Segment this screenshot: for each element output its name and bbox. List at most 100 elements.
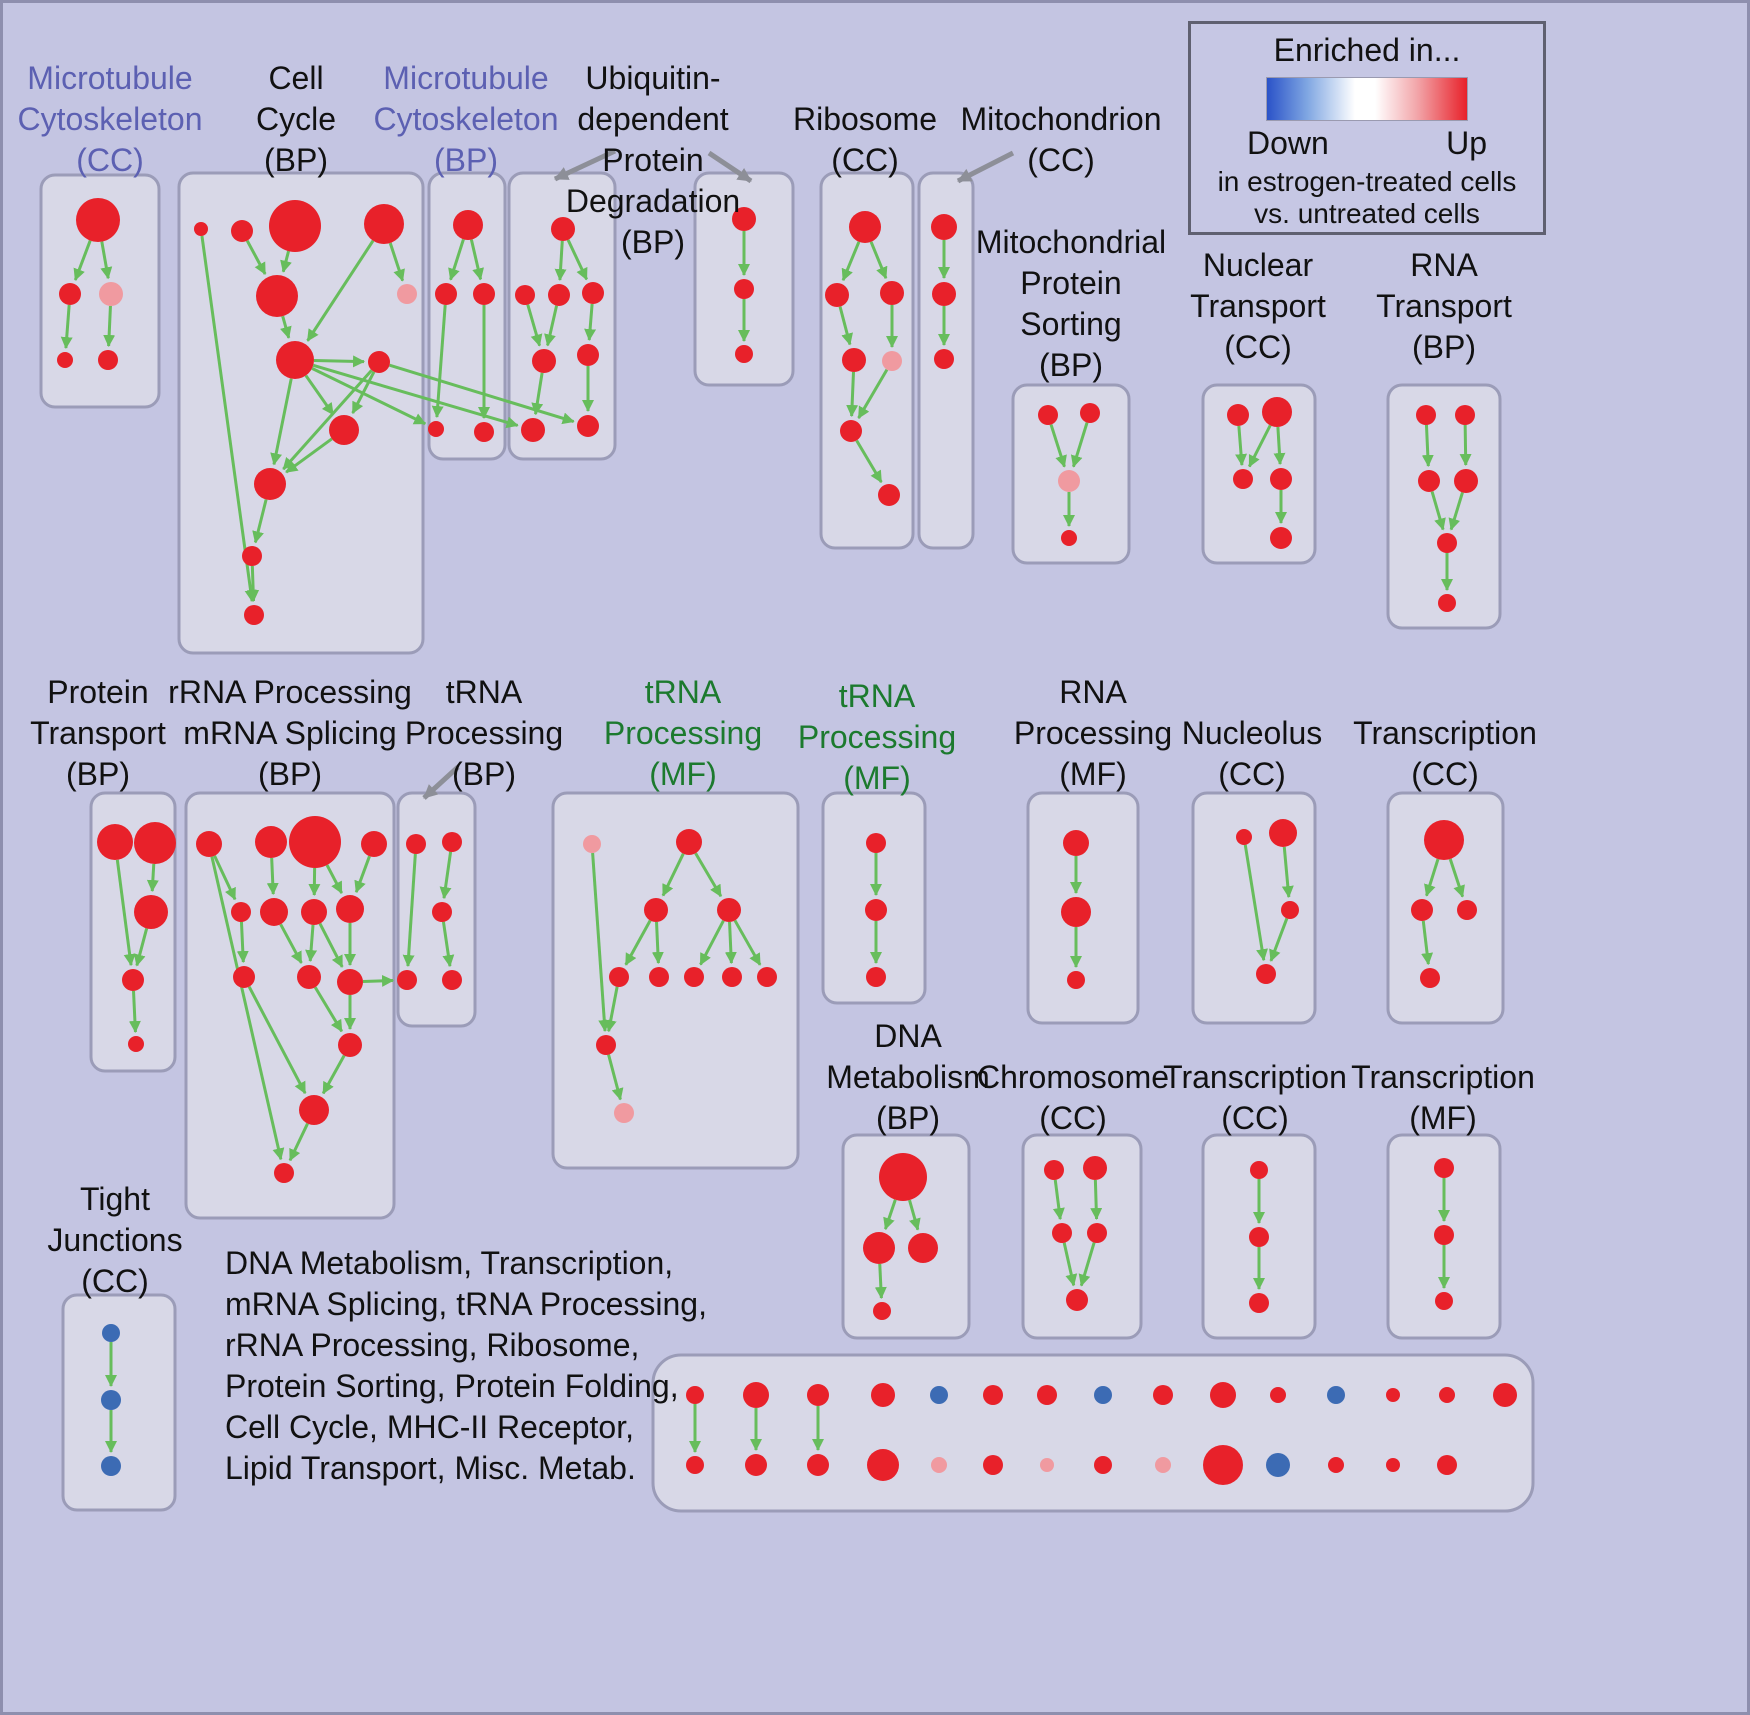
node-s2 — [1058, 470, 1080, 492]
edge-c6-c9 — [270, 378, 293, 466]
node-y2 — [1249, 1293, 1269, 1313]
node-u5 — [577, 344, 599, 366]
edge-q1-q3 — [1459, 424, 1472, 467]
node-w1 — [932, 282, 956, 306]
node-h0 — [866, 833, 886, 853]
node-t1 — [435, 283, 457, 305]
edge-g6-g10 — [318, 922, 344, 968]
node-mb0 — [686, 1456, 704, 1474]
node-b10 — [1203, 1445, 1243, 1485]
node-r5 — [840, 420, 862, 442]
node-t3 — [428, 421, 444, 437]
node-l1 — [1269, 819, 1297, 847]
edge-n1-n3 — [1273, 426, 1286, 466]
node-tb1 — [442, 832, 462, 852]
cluster-box-misc-cluster — [651, 1353, 1535, 1513]
edge-z1-z3 — [1421, 920, 1434, 966]
node-z2 — [1457, 900, 1477, 920]
cluster-box-transcription-cc-a — [1386, 791, 1505, 1025]
edge-s0-s2 — [1049, 424, 1067, 468]
edge-f1-f3 — [694, 852, 723, 898]
node-u6 — [521, 418, 545, 442]
edge-g8-g12 — [247, 986, 307, 1095]
node-m0 — [76, 198, 120, 242]
edge-r3-r5 — [846, 371, 859, 418]
node-s3 — [1061, 530, 1077, 546]
edge-q0-q2 — [1421, 424, 1434, 468]
edge-g1-g5 — [266, 857, 279, 896]
node-u4 — [532, 349, 556, 373]
edge-l0-l3 — [1243, 844, 1268, 962]
node-u3 — [582, 282, 604, 304]
node-d3 — [873, 1302, 891, 1320]
edge-c6-c7 — [313, 355, 366, 368]
node-p2 — [134, 895, 168, 929]
cluster-label-nucleolus: Nucleolus(CC) — [1182, 715, 1323, 792]
node-tb4 — [442, 970, 462, 990]
edge-g4-g8 — [236, 921, 249, 964]
edge-tb0-tb3 — [402, 853, 417, 968]
node-l2 — [1281, 901, 1299, 919]
node-b11 — [1266, 1453, 1290, 1477]
node-x2 — [1052, 1223, 1072, 1243]
node-z0 — [1424, 820, 1464, 860]
edge-l2-l3 — [1269, 917, 1289, 962]
node-f6 — [684, 967, 704, 987]
edge-z0-z1 — [1424, 858, 1440, 897]
note-line: rRNA Processing, Ribosome, — [225, 1327, 640, 1363]
edge-l1-l2 — [1281, 846, 1294, 899]
edge-c8-c9 — [285, 437, 333, 474]
node-a5 — [930, 1386, 948, 1404]
node-mt2 — [807, 1384, 829, 1406]
node-r0 — [849, 211, 881, 243]
node-s1 — [1080, 403, 1100, 423]
node-c7 — [368, 351, 390, 373]
legend-gradient-bar — [1266, 77, 1468, 121]
node-b6 — [983, 1455, 1003, 1475]
node-r6 — [878, 484, 900, 506]
cluster-box-microtubule-cytoskeleton-bp — [427, 171, 507, 461]
node-g12 — [299, 1095, 329, 1125]
annotation-arrow — [422, 765, 460, 800]
cluster-label-transcription-cc-b: Transcription(CC) — [1163, 1059, 1347, 1136]
node-g8 — [233, 966, 255, 988]
edge-d1-d3 — [874, 1263, 887, 1300]
node-g5 — [260, 898, 288, 926]
node-q0 — [1416, 405, 1436, 425]
cluster-box-ribosome — [819, 171, 915, 550]
edge-c3-c5 — [388, 242, 405, 282]
node-z1 — [1411, 899, 1433, 921]
edge-r4-r5 — [857, 368, 889, 419]
edge-q3-q4 — [1448, 492, 1464, 531]
node-b8 — [1094, 1456, 1112, 1474]
node-v2 — [735, 345, 753, 363]
node-f7 — [722, 967, 742, 987]
edge-u3-u5 — [584, 303, 597, 342]
node-x3 — [1087, 1223, 1107, 1243]
node-o0 — [1434, 1158, 1454, 1178]
node-m1 — [59, 283, 81, 305]
node-k2 — [1067, 971, 1085, 989]
node-a9 — [1153, 1385, 1173, 1405]
node-f1 — [676, 829, 702, 855]
node-f2 — [644, 898, 668, 922]
node-b5 — [931, 1457, 947, 1473]
annotation-arrow — [707, 150, 753, 184]
edge-f2-f5 — [651, 921, 664, 965]
edge-g9-g11 — [313, 986, 344, 1033]
node-y1 — [1249, 1227, 1269, 1247]
node-g1 — [255, 826, 287, 858]
legend-title: Enriched in... — [1273, 32, 1461, 68]
node-g9 — [297, 965, 321, 989]
edge-f3-f6 — [699, 919, 725, 966]
cluster-label-chromosome: Chromosome(CC) — [977, 1059, 1169, 1136]
node-mb1 — [745, 1454, 767, 1476]
